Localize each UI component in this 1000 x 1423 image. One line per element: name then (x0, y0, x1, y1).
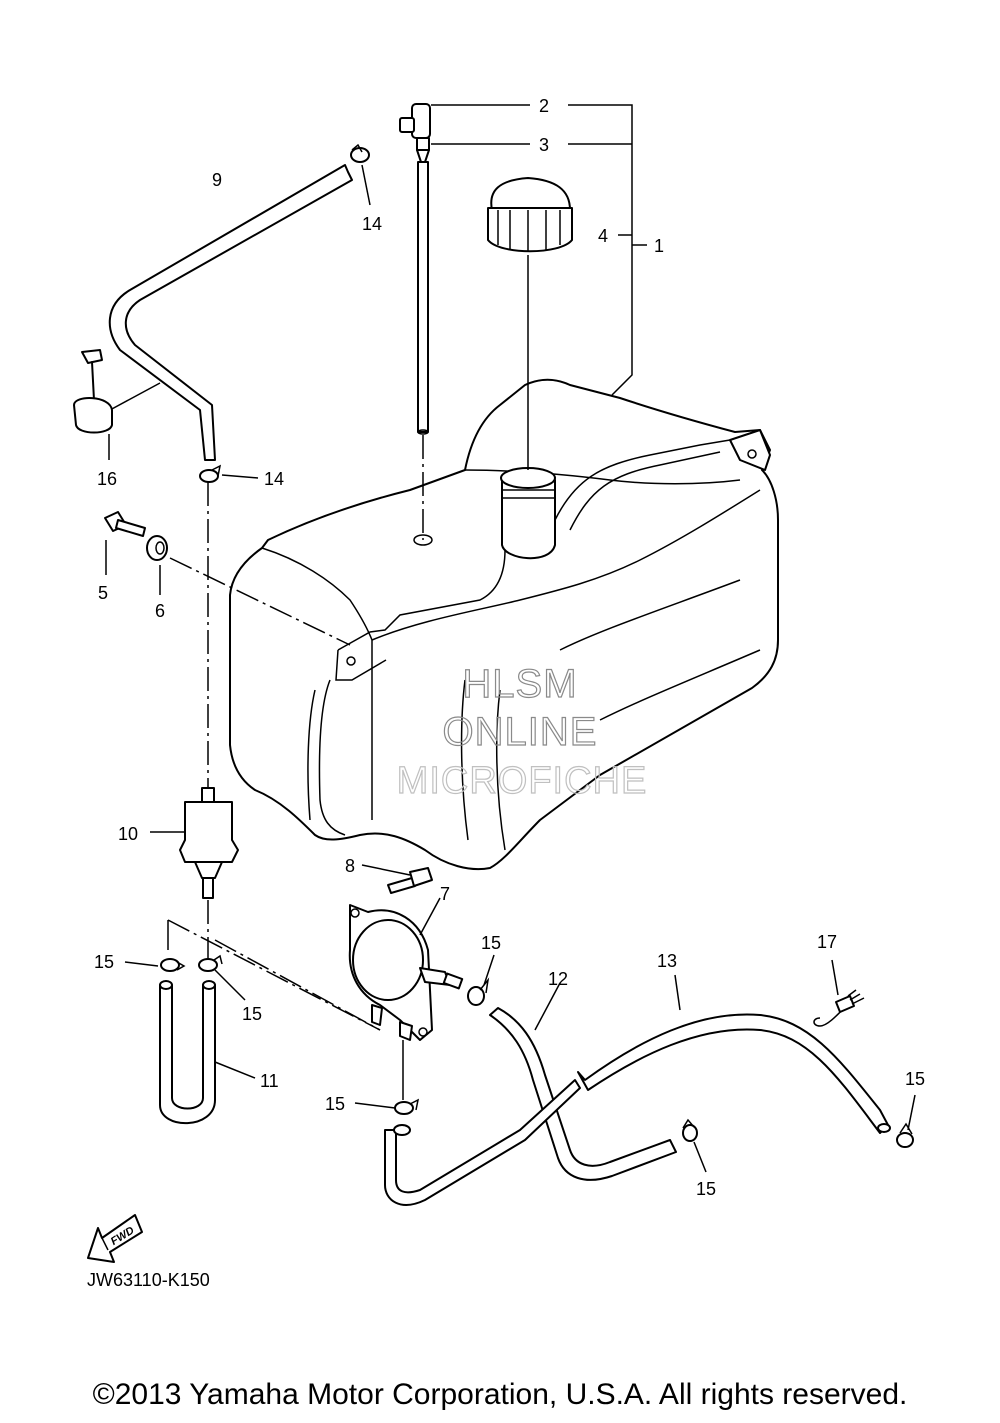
part-label-1: 1 (654, 236, 664, 256)
hose-clamp-15-d (354, 1098, 420, 1115)
fuel-filter (150, 787, 239, 958)
part-label-15-bottom: 15 (696, 1179, 716, 1199)
part-label-15-pump: 15 (481, 933, 501, 953)
hose-holder (73, 349, 113, 460)
fuel-cock (399, 103, 431, 540)
reference-bracket (431, 104, 647, 396)
part-label-14-lower: 14 (264, 469, 284, 489)
hose-clamp-14-lower (199, 464, 259, 483)
bolt (104, 511, 146, 575)
fuel-hose-13 (577, 974, 891, 1134)
copyright-notice: ©2013 Yamaha Motor Corporation, U.S.A. A… (92, 1378, 908, 1411)
part-label-13: 13 (657, 951, 677, 971)
hose-clamp-15-b (198, 954, 246, 1001)
part-label-15-lower: 15 (325, 1094, 345, 1114)
part-label-9: 9 (212, 170, 222, 190)
hose-clamp-15-e (682, 1118, 707, 1173)
watermark-line-3: MICROFICHE (397, 760, 648, 802)
collar (146, 535, 351, 646)
short-hose (384, 1040, 581, 1206)
part-label-11: 11 (260, 1071, 279, 1091)
hose-clamp-14-upper (350, 143, 371, 206)
part-label-3: 3 (539, 135, 549, 155)
part-label-16: 16 (97, 469, 117, 489)
part-label-12: 12 (548, 969, 568, 989)
fuel-hose-12 (489, 982, 677, 1181)
fuel-tank (229, 378, 779, 871)
part-label-15-left: 15 (94, 952, 114, 972)
fuel-cap (487, 177, 573, 470)
part-labels: 2 3 4 1 9 14 14 16 5 6 10 8 7 15 12 13 1… (94, 96, 925, 1199)
part-label-14-upper: 14 (362, 214, 382, 234)
clip (813, 959, 865, 1027)
part-label-6: 6 (155, 601, 165, 621)
screw (361, 864, 433, 894)
part-label-8: 8 (345, 856, 355, 876)
hose-clamp-15-c (467, 954, 495, 1006)
part-label-4: 4 (598, 226, 608, 246)
forward-arrow: FWD (87, 1214, 143, 1263)
hose-clamp-15-a (124, 958, 186, 972)
fuel-pump (348, 897, 464, 1041)
part-label-15-mid: 15 (242, 1004, 262, 1024)
part-label-10: 10 (118, 824, 138, 844)
part-label-2: 2 (539, 96, 549, 116)
u-hose (159, 980, 256, 1125)
part-label-5: 5 (98, 583, 108, 603)
hose-clamp-15-f (896, 1094, 916, 1148)
watermark-line-1: HLSM (462, 662, 577, 706)
part-label-15-right: 15 (905, 1069, 925, 1089)
diagram-code: JW63110-K150 (87, 1270, 210, 1290)
watermark: HLSM ONLINE MICROFICHE (396, 661, 648, 802)
part-label-7: 7 (440, 884, 450, 904)
vent-hose (108, 164, 353, 461)
part-label-17: 17 (817, 932, 837, 952)
watermark-line-2: ONLINE (443, 710, 598, 754)
